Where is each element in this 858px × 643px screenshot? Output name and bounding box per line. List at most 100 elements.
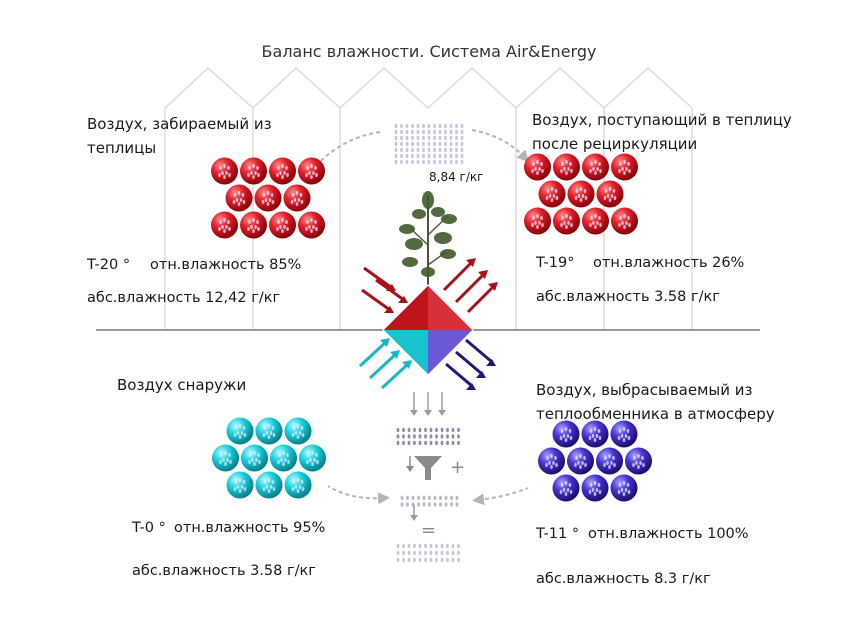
water-drop bbox=[460, 135, 464, 141]
water-drop bbox=[233, 433, 237, 437]
water-drop bbox=[560, 169, 563, 173]
water-drop bbox=[249, 453, 252, 457]
water-drop bbox=[407, 550, 411, 556]
water-drop bbox=[306, 166, 309, 170]
water-drop bbox=[311, 462, 314, 466]
water-drop bbox=[234, 480, 238, 484]
water-drop bbox=[637, 465, 640, 469]
water-drop bbox=[538, 167, 541, 171]
water-drop bbox=[428, 502, 431, 507]
water-drop bbox=[422, 129, 425, 135]
water-drop bbox=[460, 153, 464, 159]
water-drop bbox=[262, 433, 266, 437]
water-drop bbox=[588, 490, 592, 494]
water-drop bbox=[460, 129, 464, 135]
air-molecule bbox=[298, 211, 325, 239]
water-drop bbox=[225, 171, 228, 175]
water-drop bbox=[218, 173, 221, 177]
water-drop bbox=[310, 229, 313, 233]
water-drop bbox=[433, 141, 436, 147]
water-drop bbox=[297, 198, 301, 202]
air-molecule bbox=[582, 207, 609, 235]
water-drop bbox=[310, 164, 313, 168]
water-drop bbox=[569, 436, 573, 440]
water-drop bbox=[444, 147, 447, 153]
greenhouse-outline bbox=[164, 67, 693, 330]
water-drop bbox=[612, 189, 616, 193]
water-drop bbox=[433, 502, 437, 507]
water-drop bbox=[622, 492, 626, 496]
water-drop bbox=[264, 198, 268, 202]
water-drop bbox=[223, 229, 226, 233]
page-title: Баланс влажности. Система Air&Energy bbox=[261, 42, 597, 61]
water-drop bbox=[435, 427, 438, 433]
water-drop bbox=[449, 123, 453, 129]
water-drop bbox=[242, 480, 246, 484]
water-drop bbox=[460, 159, 464, 165]
water-drop bbox=[577, 194, 581, 198]
water-drop bbox=[407, 434, 411, 439]
water-drop bbox=[440, 557, 444, 563]
greenhouse-rel-humidity: отн.влажность 85% bbox=[150, 257, 302, 273]
water-drop bbox=[541, 169, 544, 173]
water-drop bbox=[418, 550, 422, 556]
water-drop bbox=[394, 129, 398, 135]
water-drop bbox=[606, 461, 609, 465]
water-drop bbox=[402, 550, 405, 556]
water-drop bbox=[618, 223, 621, 227]
water-drop bbox=[311, 451, 314, 455]
water-drop bbox=[277, 460, 280, 464]
water-drop bbox=[433, 123, 436, 129]
water-drop bbox=[438, 159, 442, 165]
outside-abs-humidity: абс.влажность 3.58 г/кг bbox=[132, 563, 316, 579]
water-drop bbox=[625, 167, 628, 171]
water-drop bbox=[236, 431, 240, 435]
water-drop bbox=[562, 488, 566, 492]
funnel-icon bbox=[406, 456, 442, 480]
water-drop bbox=[438, 129, 442, 135]
water-drop bbox=[272, 487, 276, 491]
water-drop bbox=[229, 460, 232, 464]
water-drop bbox=[298, 485, 302, 489]
water-drop bbox=[593, 438, 597, 442]
outside-temp: T-0 ° bbox=[132, 520, 166, 536]
water-drop bbox=[622, 427, 626, 431]
water-drop bbox=[637, 454, 640, 458]
water-drop bbox=[257, 227, 260, 231]
water-drop bbox=[627, 436, 631, 440]
water-drop bbox=[532, 216, 535, 220]
water-drop bbox=[540, 162, 543, 166]
water-drop bbox=[411, 495, 415, 501]
heat-exchanger-icon bbox=[382, 284, 474, 376]
water-drop bbox=[592, 221, 595, 225]
water-drop bbox=[292, 426, 296, 430]
water-drop bbox=[268, 198, 272, 202]
water-drop bbox=[295, 202, 299, 206]
water-drop bbox=[315, 227, 318, 231]
air-molecule bbox=[240, 157, 267, 185]
water-drop bbox=[618, 429, 622, 433]
water-drop bbox=[269, 485, 273, 489]
water-drop bbox=[416, 141, 420, 147]
water-drop bbox=[267, 489, 271, 493]
water-drop bbox=[261, 200, 265, 204]
water-drop bbox=[560, 429, 564, 433]
water-drop bbox=[632, 463, 635, 467]
water-drop bbox=[624, 488, 628, 492]
water-drop bbox=[252, 175, 255, 179]
water-drop bbox=[427, 147, 431, 153]
water-drop bbox=[440, 543, 444, 549]
water-drop bbox=[455, 495, 459, 501]
water-drops-icon bbox=[396, 543, 460, 563]
air-molecule bbox=[269, 157, 296, 185]
water-drop bbox=[457, 543, 460, 549]
water-drop bbox=[400, 502, 404, 507]
water-drop bbox=[433, 153, 436, 159]
water-drops-icon bbox=[394, 123, 464, 165]
water-drop bbox=[435, 543, 438, 549]
air-molecule bbox=[524, 207, 551, 235]
water-drop bbox=[418, 440, 422, 446]
water-drop bbox=[286, 173, 289, 177]
water-drop bbox=[422, 135, 425, 141]
water-drop bbox=[460, 147, 464, 153]
